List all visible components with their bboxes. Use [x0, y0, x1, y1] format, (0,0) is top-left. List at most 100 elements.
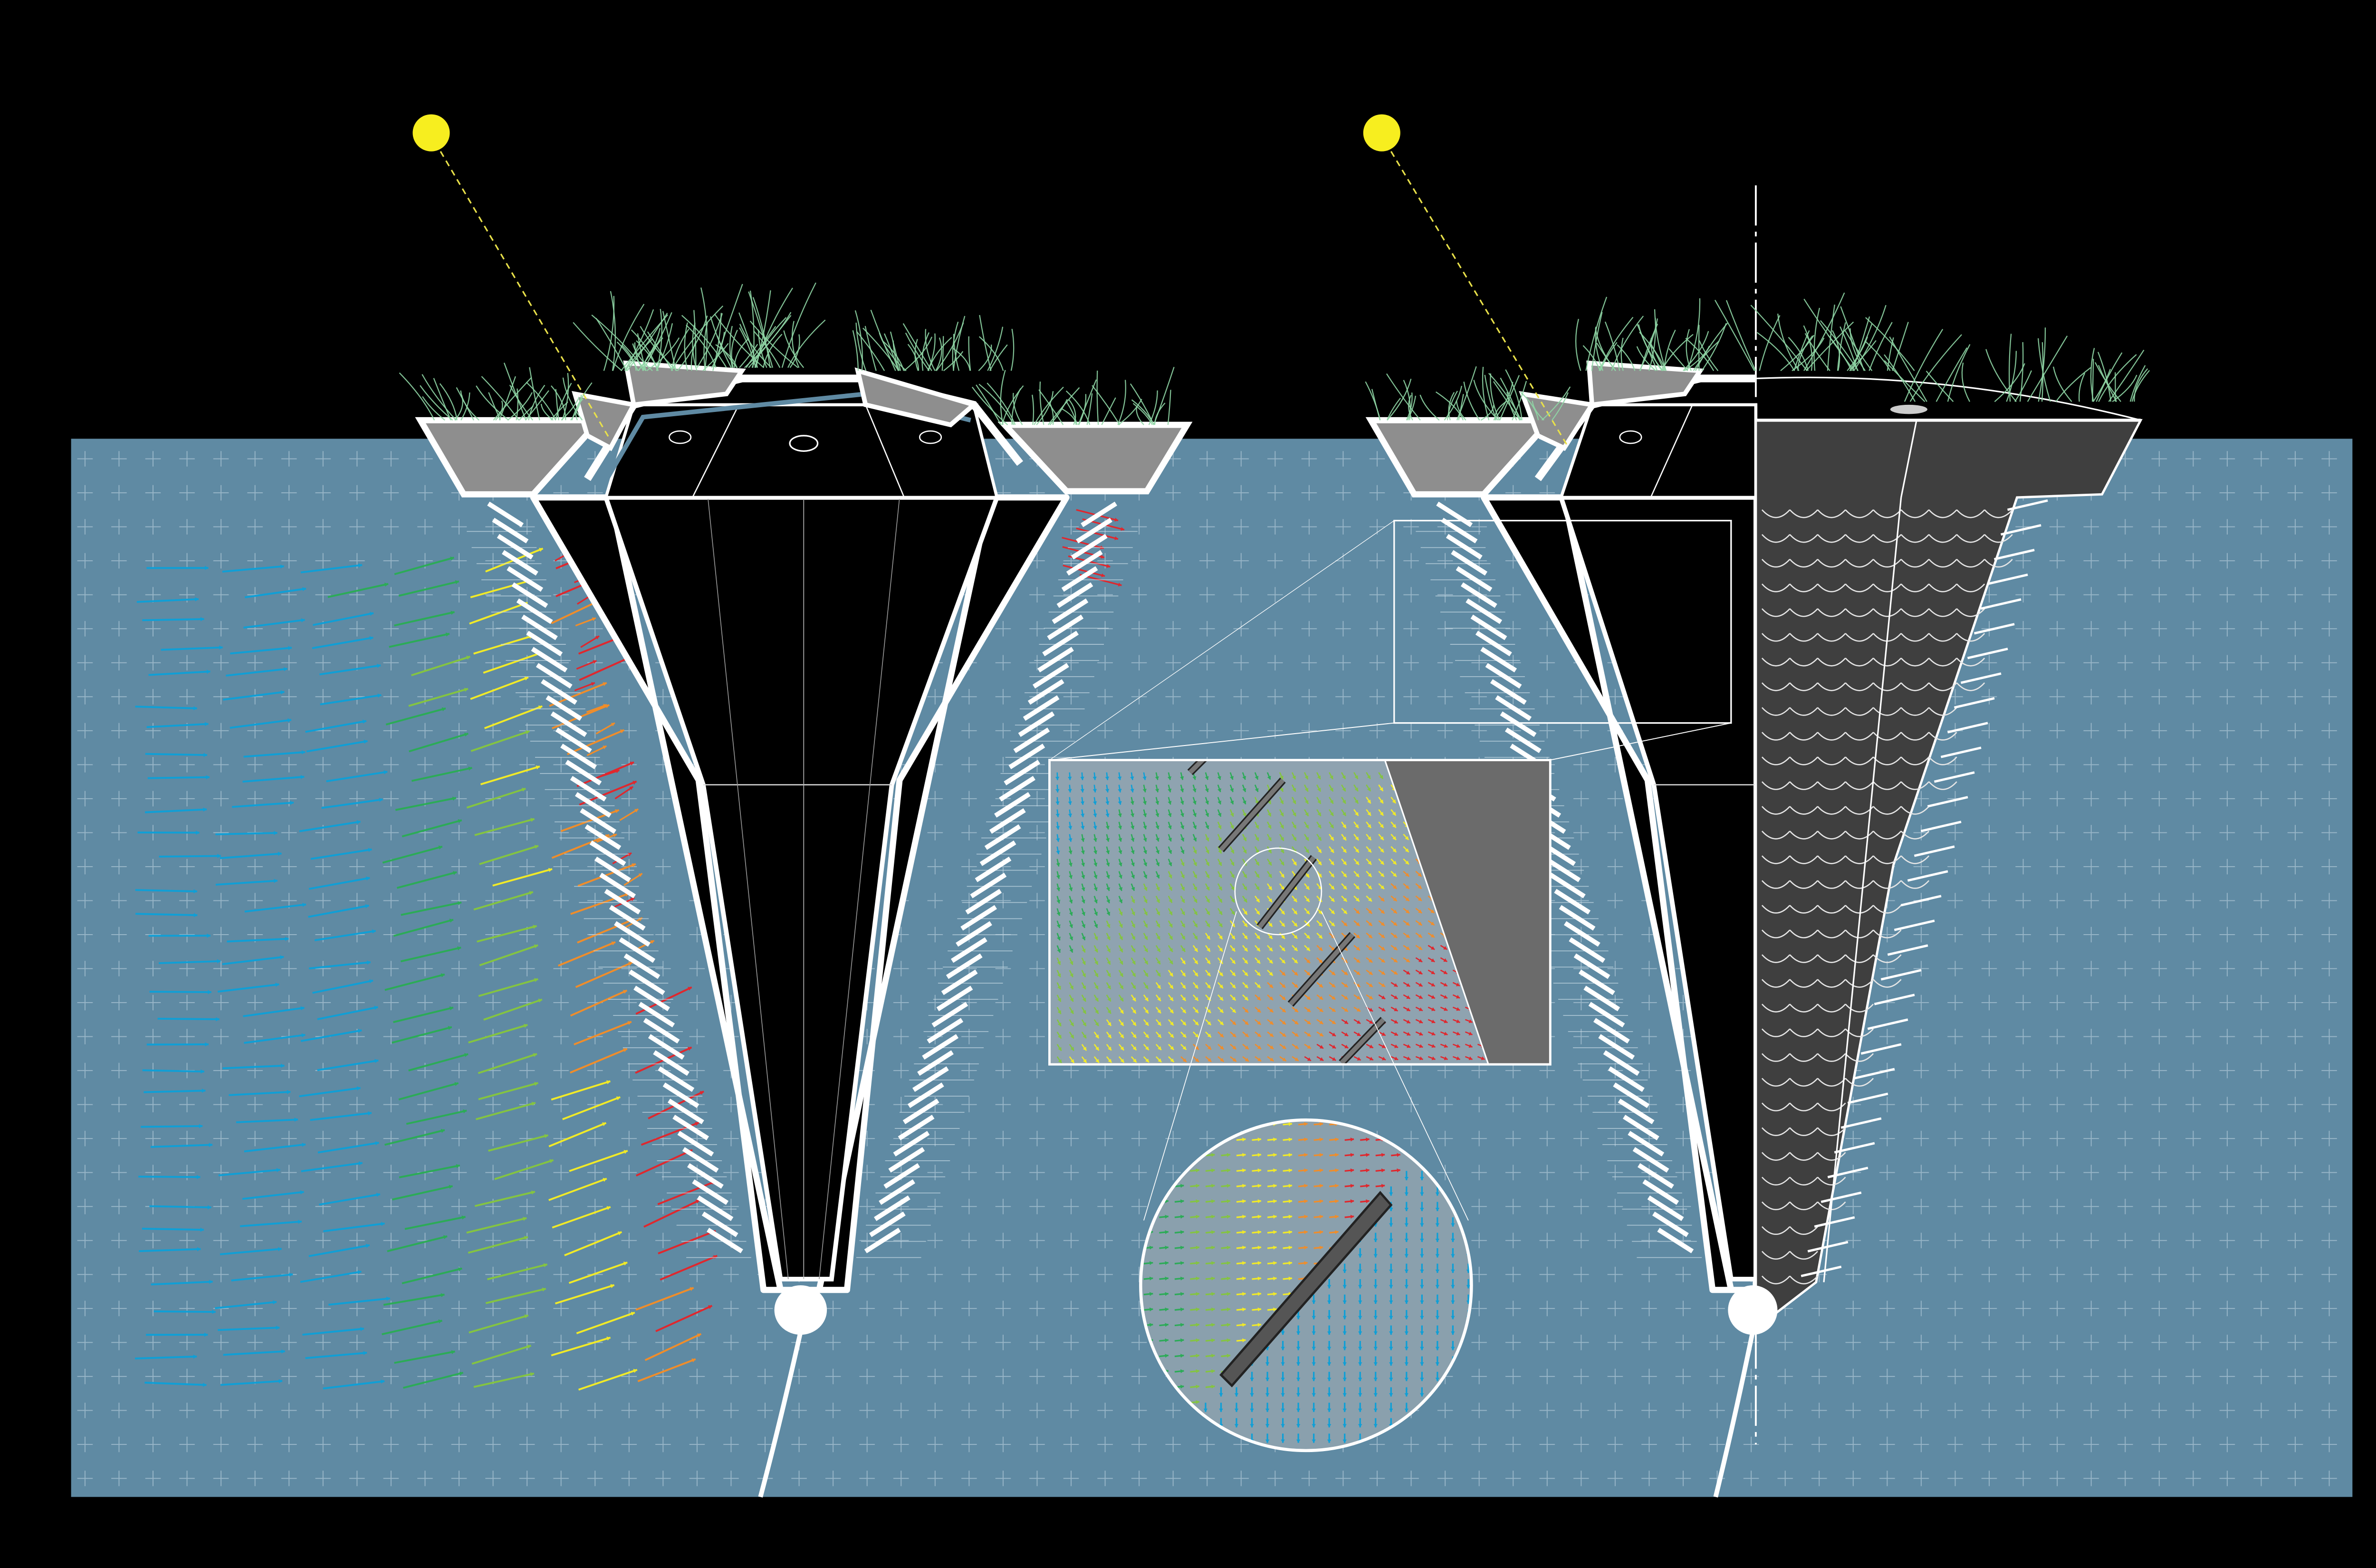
arrow-right-icon: [574, 682, 595, 691]
arrow-right-icon: [575, 617, 596, 627]
arrow-right-icon: [314, 930, 376, 941]
left-planter-inner-left: [572, 391, 638, 451]
right-planter-outer-left: [1365, 417, 1557, 497]
arrow-right-icon: [586, 745, 607, 756]
arrow-right-icon: [136, 598, 199, 603]
left-anchor-buoy: [774, 1285, 827, 1335]
arrow-right-icon: [387, 1235, 448, 1252]
right-anchor-buoy: [1728, 1285, 1778, 1335]
arrow-right-icon: [242, 775, 305, 783]
arrow-right-icon: [468, 1236, 528, 1254]
arrow-right-icon: [408, 1053, 469, 1071]
arrow-right-icon: [317, 1141, 379, 1154]
arrow-right-icon: [301, 1162, 363, 1172]
sun-icon-right: [1363, 114, 1400, 152]
arrow-right-icon: [470, 580, 530, 599]
arrow-right-icon: [469, 602, 528, 625]
arrow-right-icon: [215, 880, 278, 886]
arrow-right-icon: [566, 729, 625, 755]
arrow-right-icon: [145, 753, 207, 756]
arrow-right-icon: [308, 1244, 370, 1257]
arrow-right-icon: [586, 704, 607, 713]
arrow-right-icon: [139, 1248, 201, 1252]
left-tether-cable: [758, 1331, 803, 1498]
arrow-right-icon: [398, 580, 460, 597]
arrow-right-icon: [244, 1034, 306, 1044]
arrow-right-icon: [223, 1350, 285, 1356]
arrow-right-icon: [473, 1372, 535, 1388]
arrow-right-icon: [327, 583, 389, 598]
arrow-right-icon: [548, 1122, 607, 1147]
arrow-right-icon: [399, 1164, 460, 1178]
arrow-right-icon: [483, 651, 542, 674]
right-tether-cable: [1713, 1331, 1755, 1498]
arrow-right-icon: [551, 1080, 611, 1101]
arrow-right-icon: [153, 1310, 216, 1313]
arrow-right-icon: [226, 668, 287, 677]
arrow-right-icon: [393, 1006, 454, 1023]
inset-focus-ring: [1234, 847, 1322, 936]
arrow-right-icon: [474, 818, 535, 836]
arrow-right-icon: [328, 1297, 390, 1306]
arrow-right-icon: [478, 1053, 537, 1074]
arrow-right-icon: [392, 1026, 452, 1044]
arrow-right-icon: [383, 1293, 445, 1306]
arrow-right-icon: [223, 691, 285, 701]
arrow-right-icon: [323, 1223, 385, 1233]
arrow-right-icon: [319, 1193, 381, 1206]
arrow-right-icon: [548, 1177, 607, 1201]
arrow-right-icon: [466, 1217, 527, 1234]
arrow-right-icon: [402, 819, 462, 838]
arrow-right-icon: [323, 1380, 385, 1390]
arrow-right-icon: [643, 1199, 700, 1228]
arrow-right-icon: [135, 706, 197, 709]
arrow-right-icon: [384, 973, 445, 991]
arrow-right-icon: [623, 872, 643, 886]
arrow-right-icon: [389, 632, 450, 648]
arrow-right-icon: [393, 918, 454, 937]
arrow-right-icon: [135, 1355, 197, 1360]
arrow-right-icon: [145, 808, 207, 813]
arrow-right-icon: [598, 769, 620, 778]
arrow-right-icon: [384, 1129, 445, 1146]
arrow-right-icon: [402, 1267, 462, 1284]
arrow-right-icon: [138, 1176, 201, 1178]
arrow-right-icon: [220, 1248, 282, 1255]
arrow-right-icon: [385, 707, 446, 726]
arrow-right-icon: [614, 786, 634, 800]
arrow-right-icon: [394, 1350, 455, 1364]
arrow-right-icon: [135, 913, 198, 917]
arrow-right-icon: [310, 848, 372, 860]
arrow-right-icon: [141, 1125, 203, 1128]
arrow-right-icon: [382, 845, 443, 864]
arrow-right-icon: [595, 722, 615, 735]
right-module-fins: [1416, 501, 1702, 1258]
arrow-right-icon: [578, 1369, 638, 1391]
arrow-right-icon: [576, 660, 597, 670]
arrow-right-icon: [479, 944, 538, 966]
arrow-right-icon: [552, 1206, 611, 1229]
arrow-right-icon: [217, 983, 279, 993]
arrow-right-icon: [395, 797, 457, 811]
arrow-right-icon: [230, 719, 292, 729]
arrow-right-icon: [151, 1281, 213, 1286]
arrow-right-icon: [312, 612, 374, 626]
arrow-right-icon: [555, 1284, 615, 1305]
arrow-right-icon: [478, 1082, 538, 1100]
arrow-right-icon: [558, 941, 616, 967]
arrow-right-icon: [382, 1319, 442, 1336]
arrow-right-icon: [658, 1230, 716, 1254]
arrow-right-icon: [320, 694, 382, 706]
arrow-right-icon: [564, 1231, 623, 1256]
arrow-right-icon: [149, 1205, 211, 1208]
left-planter-outer-right: [997, 421, 1193, 495]
arrow-right-icon: [409, 733, 469, 753]
arrow-right-icon: [309, 961, 371, 970]
arrow-right-icon: [321, 798, 383, 809]
arrow-right-icon: [570, 989, 628, 1017]
arrow-right-icon: [394, 611, 455, 627]
arrow-right-icon: [302, 1328, 364, 1336]
arrow-right-icon: [299, 1087, 361, 1098]
arrow-right-icon: [401, 901, 462, 916]
